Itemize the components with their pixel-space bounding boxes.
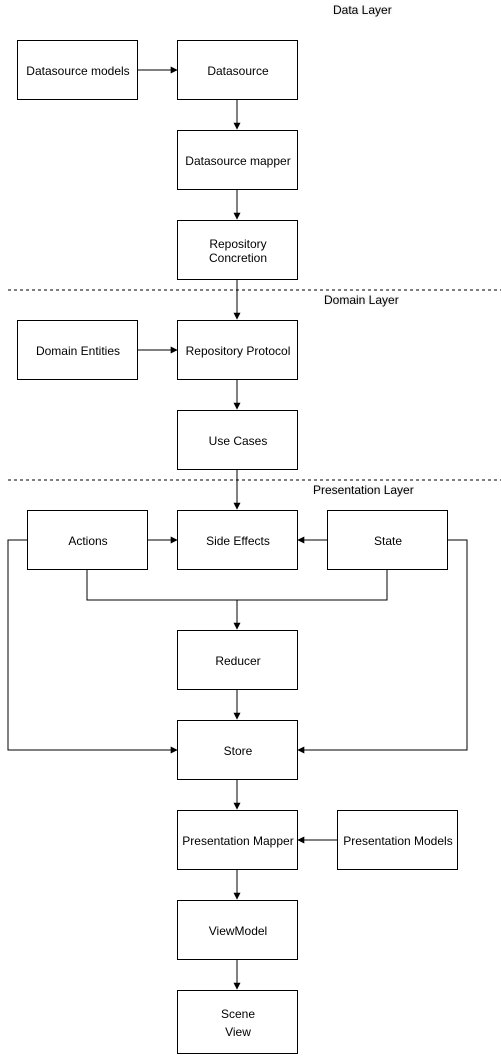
store-label: Store	[223, 743, 253, 758]
viewmodel-box	[177, 900, 298, 960]
datasource-mapper-label: Datasource mapper	[185, 153, 291, 168]
store-box	[177, 720, 298, 780]
reducer-label: Reducer	[215, 653, 261, 668]
datasource-label: Datasource	[207, 63, 269, 78]
domain-entities-box	[17, 320, 138, 380]
domain-entities-label: Domain Entities	[35, 343, 121, 358]
viewmodel-label: ViewModel	[208, 923, 268, 938]
domain-layer-label: Domain Layer	[324, 293, 399, 307]
presentation-models-box	[337, 810, 458, 870]
repository-concretion-box	[177, 220, 298, 280]
data-layer-label: Data Layer	[333, 3, 392, 17]
state-box	[327, 510, 448, 570]
actions-box	[27, 510, 148, 570]
repository-concretion-line-1: Repository	[209, 236, 267, 251]
presentation-mapper-label: Presentation Mapper	[182, 833, 294, 848]
scene-view-line-1: Scene	[220, 1007, 256, 1021]
use-cases-label: Use Cases	[208, 433, 268, 448]
datasource-box	[177, 40, 298, 100]
datasource-models-label: Datasource models	[26, 63, 130, 78]
side-effects-box	[177, 510, 298, 570]
repository-protocol-box	[177, 320, 298, 380]
repository-concretion-label: Repository Concretion	[178, 221, 298, 280]
use-cases-box	[177, 410, 298, 470]
scene-view-line-2: View	[225, 1025, 251, 1039]
datasource-mapper-box	[177, 130, 298, 190]
edge-actions-to-store	[7, 539, 178, 754]
presentation-layer-label: Presentation Layer	[313, 483, 414, 497]
side-effects-label: Side Effects	[206, 533, 270, 548]
presentation-models-label: Presentation Models	[343, 833, 453, 848]
repository-protocol-label: Repository Protocol	[185, 343, 291, 358]
repository-concretion-line-2: Concretion	[208, 250, 268, 265]
actions-label: Actions	[68, 533, 108, 548]
reducer-box	[177, 630, 298, 690]
edge-actions-state-merge	[86, 570, 388, 601]
scene-view-box	[177, 990, 298, 1054]
state-label: State	[373, 533, 403, 548]
edge-state-to-store	[297, 539, 468, 754]
scene-view-label: Scene View	[178, 1005, 298, 1049]
datasource-models-box	[17, 40, 138, 100]
presentation-mapper-box	[177, 810, 298, 870]
